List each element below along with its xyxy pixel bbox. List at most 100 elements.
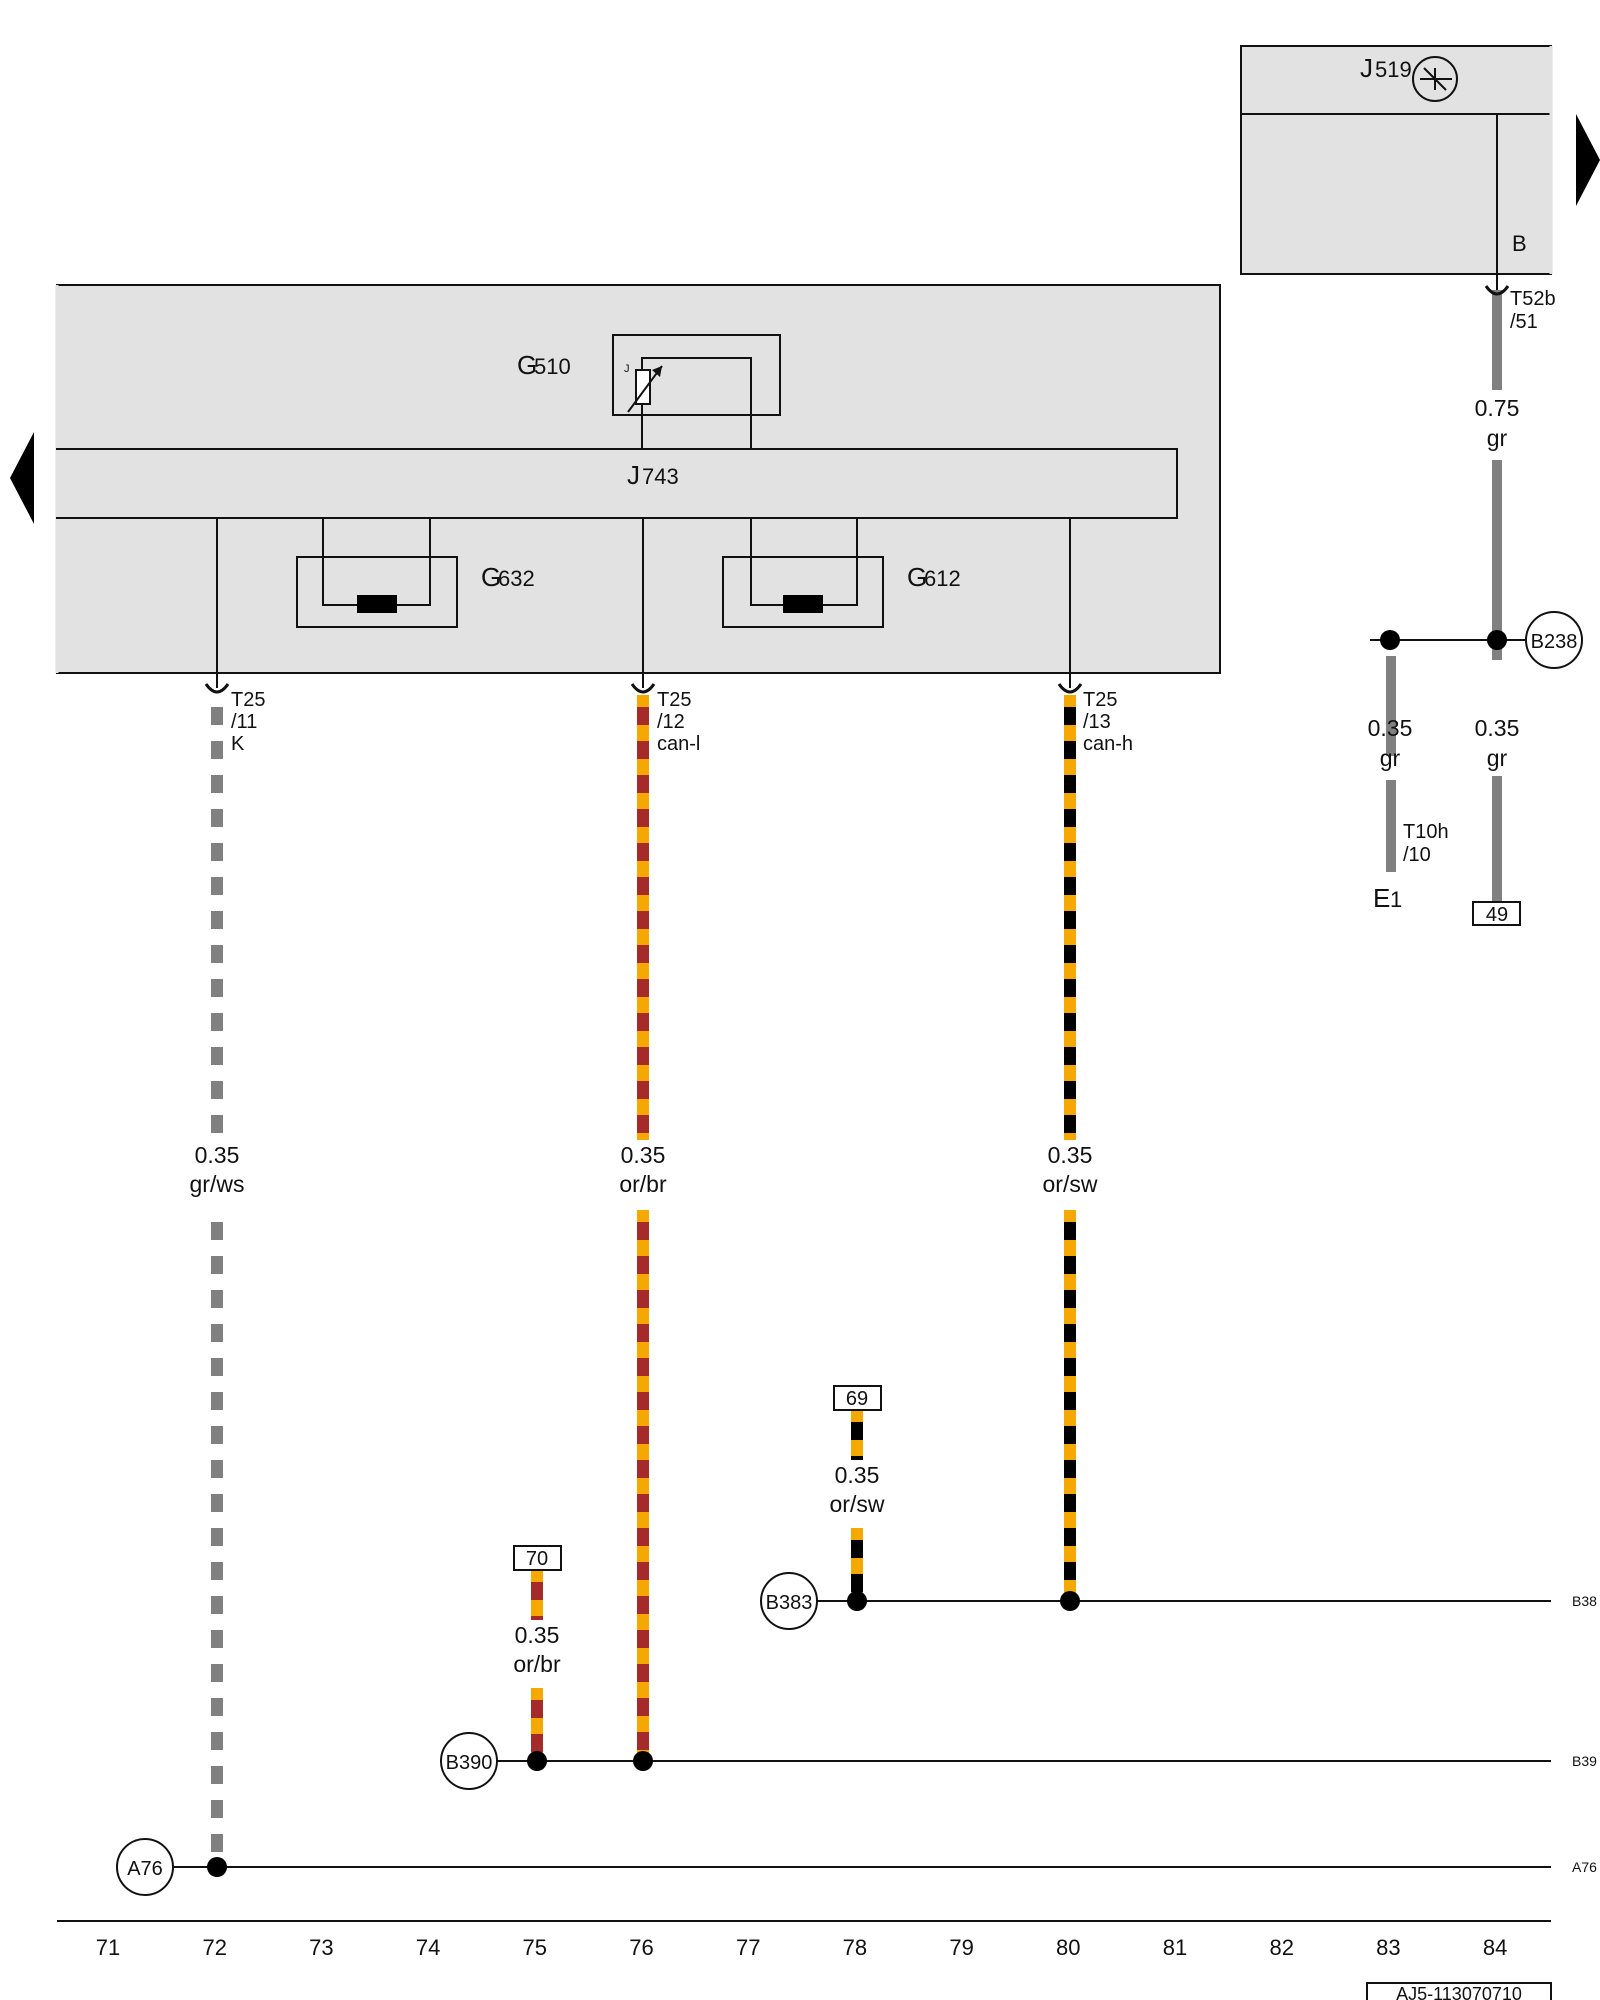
wire-can-l-stripe xyxy=(637,1596,649,1614)
wire-k-stripe xyxy=(211,1596,223,1614)
t25-13-pin: /13 xyxy=(1083,711,1111,733)
wire-to-e1-lower xyxy=(1386,780,1396,872)
doc-id: AJ5-113070710 xyxy=(1396,1984,1522,2000)
svg-text:69: 69 xyxy=(846,1388,868,1410)
wire-70-stripe xyxy=(531,1582,543,1600)
wire-can-h-stripe xyxy=(1064,843,1076,861)
g510-letter: G xyxy=(517,350,537,380)
wire-can-h-stripe xyxy=(1064,1222,1076,1240)
w-49-gauge: 0.35 xyxy=(1475,715,1520,741)
wire-70-stripe xyxy=(531,1734,543,1752)
wire-k-stripe xyxy=(211,1562,223,1580)
svg-text:49: 49 xyxy=(1486,904,1508,926)
j519-sub: 519 xyxy=(1375,57,1412,82)
wire-can-l-stripe xyxy=(637,877,649,895)
node-b383: B383 xyxy=(760,1572,838,1630)
wire-can-l-stripe xyxy=(637,1732,649,1750)
wire-k-stripe xyxy=(211,1766,223,1784)
wire-can-h-stripe xyxy=(1064,1562,1076,1580)
g632-sensor xyxy=(296,518,458,628)
wire-can-l-stripe xyxy=(637,1358,649,1376)
j743-sub: 743 xyxy=(642,464,679,489)
wire-can-l-stripe xyxy=(637,1013,649,1031)
w-k-color: gr/ws xyxy=(190,1171,245,1197)
wire-can-h-stripe xyxy=(1064,979,1076,997)
t25-11-signal: K xyxy=(231,733,245,755)
svg-text:B383: B383 xyxy=(766,1592,813,1614)
t25-13-signal: can-h xyxy=(1083,733,1133,755)
continue-right-arrow-icon xyxy=(1576,114,1600,206)
grid-number-71: 71 xyxy=(96,1935,120,1960)
wire-can-h-stripe xyxy=(1064,1013,1076,1031)
wire-j519-lower xyxy=(1492,460,1502,660)
wire-can-l-stripe xyxy=(637,707,649,725)
svg-text:B238: B238 xyxy=(1531,631,1578,653)
wire-k-stripe xyxy=(211,1494,223,1512)
wire-can-h-stripe xyxy=(1064,1494,1076,1512)
w-canl-gauge: 0.35 xyxy=(621,1142,666,1168)
t10h-label: T10h xyxy=(1403,821,1449,843)
w-e1-gauge: 0.35 xyxy=(1368,715,1413,741)
wire-k-stripe xyxy=(211,1800,223,1818)
wire-k-stripe xyxy=(211,1047,223,1065)
wire-k-stripe xyxy=(211,1256,223,1274)
wire-can-l-stripe xyxy=(637,1222,649,1240)
wire-can-h-stripe xyxy=(1064,1081,1076,1099)
j743-letter: J xyxy=(627,460,640,490)
wire-can-l-segment-1 xyxy=(637,1210,649,1756)
g632-sub: 632 xyxy=(498,566,535,591)
wire-69-stripe xyxy=(851,1422,863,1440)
g612-letter: G xyxy=(907,562,927,592)
grid-number-78: 78 xyxy=(843,1935,867,1960)
wire-k-stripe xyxy=(211,877,223,895)
grid-number-81: 81 xyxy=(1163,1935,1187,1960)
wire-k-stripe xyxy=(211,1324,223,1342)
w-70-gauge: 0.35 xyxy=(515,1622,560,1648)
w-70-color: or/br xyxy=(513,1651,561,1677)
wire-k-stripe xyxy=(211,843,223,861)
wire-can-h-stripe xyxy=(1064,1047,1076,1065)
wire-can-h-stripe xyxy=(1064,775,1076,793)
wire-can-h-stripe xyxy=(1064,1324,1076,1342)
wire-k-stripe xyxy=(211,1115,223,1133)
wire-to-49 xyxy=(1492,776,1502,911)
grid-number-84: 84 xyxy=(1483,1935,1507,1960)
t25-13-label: T25 xyxy=(1083,689,1117,711)
wire-to-e1-upper xyxy=(1386,656,1396,756)
edge-a76: A76 xyxy=(1572,1859,1597,1875)
grid-number-75: 75 xyxy=(523,1935,547,1960)
wire-can-h-stripe xyxy=(1064,1426,1076,1444)
wire-70-stripe xyxy=(531,1616,543,1620)
wire-can-l-stripe xyxy=(637,1115,649,1133)
g612-sub: 612 xyxy=(924,566,961,591)
wire-can-h-stripe xyxy=(1064,945,1076,963)
wire-can-l-stripe xyxy=(637,1047,649,1065)
t25-12-signal: can-l xyxy=(657,733,700,755)
j519-letter: J xyxy=(1360,53,1373,83)
grid-number-73: 73 xyxy=(309,1935,333,1960)
ref-box-69: 69 xyxy=(833,1385,882,1411)
wire-can-l-stripe xyxy=(637,1290,649,1308)
e1-sub: 1 xyxy=(1390,887,1402,912)
wire-can-h-stripe xyxy=(1064,1358,1076,1376)
wire-j519-upper xyxy=(1492,290,1502,390)
t52b-label: T52b xyxy=(1510,288,1556,310)
wire-k-stripe xyxy=(211,1834,223,1852)
t25-11-label: T25 xyxy=(231,689,265,711)
wire-can-l-stripe xyxy=(637,979,649,997)
wire-k-stripe xyxy=(211,775,223,793)
wire-can-h-stripe xyxy=(1064,809,1076,827)
edge-b39: B39 xyxy=(1572,1753,1597,1769)
wire-k-stripe xyxy=(211,1630,223,1648)
wire-69-stripe xyxy=(851,1456,863,1460)
wire-can-l-stripe xyxy=(637,1630,649,1648)
t25-11-pin: /11 xyxy=(231,711,257,733)
wire-can-l-stripe xyxy=(637,911,649,929)
w-69-color: or/sw xyxy=(830,1491,885,1517)
wire-can-h-stripe xyxy=(1064,1290,1076,1308)
grid-number-79: 79 xyxy=(949,1935,973,1960)
grid-number-74: 74 xyxy=(416,1935,440,1960)
wire-can-l-stripe xyxy=(637,1256,649,1274)
